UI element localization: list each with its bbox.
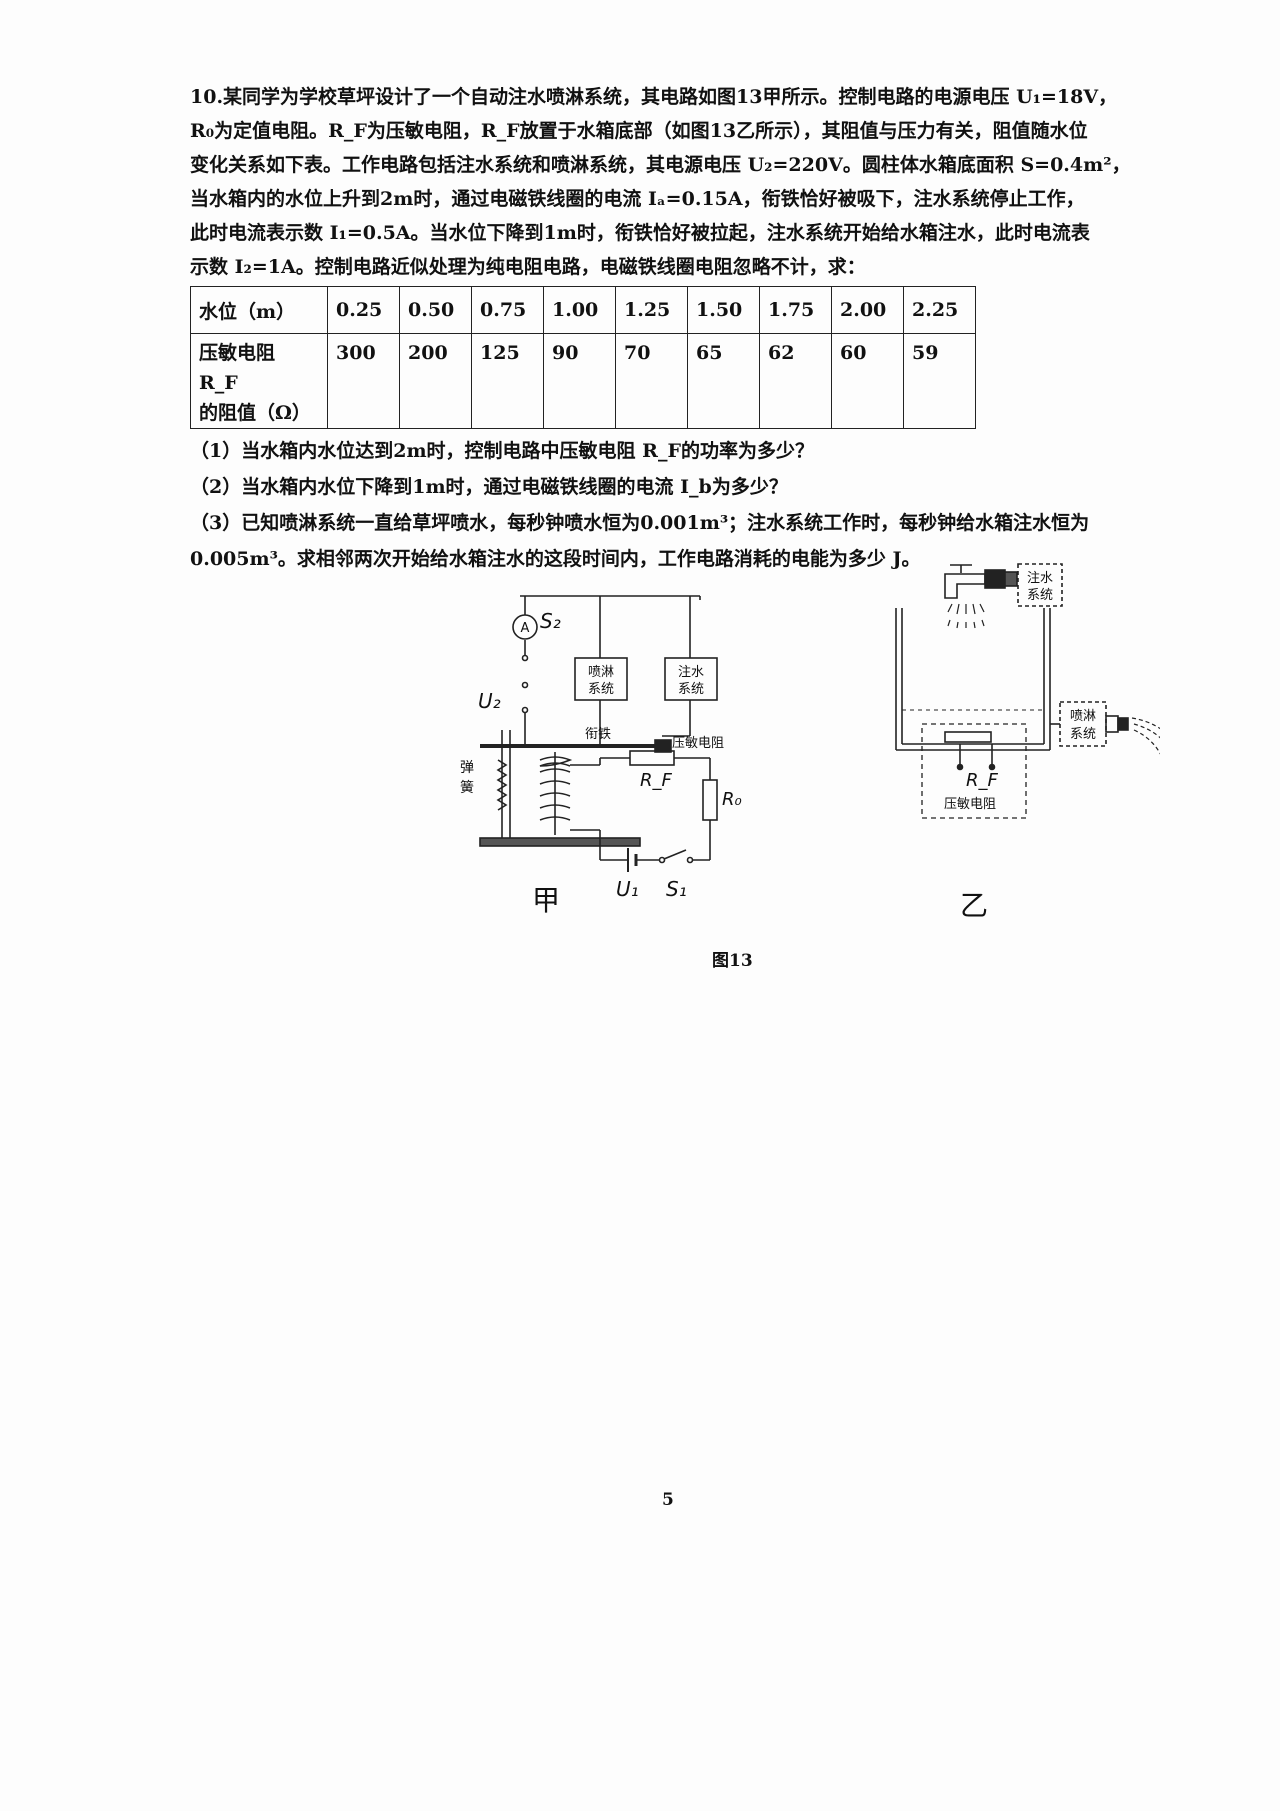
question-1: （1）当水箱内水位达到2m时，控制电路中压敏电阻 R_F的功率为多少？ [190,440,814,462]
rf-resistor-jia [629,750,675,766]
rf-resistor-yi [944,731,992,743]
spring-label-line2: 簧 [460,780,474,796]
rf-label-jia: R_F [640,770,673,791]
figure-13: A S₂ U₂ 喷淋 系统 注水 系统 衔铁 压敏电阻 弹 簧 R_F R₀ U… [460,563,1160,922]
armature-label: 衔铁 [585,727,611,742]
problem-10: 10.某同学为学校草坪设计了一个自动注水喷淋系统，其电路如图13甲所示。控制电路… [190,80,1150,577]
inject-system-line1: 注水 [678,665,704,680]
table-header-line: 压敏电阻 R_F [199,342,276,394]
inject-system-yi-line2: 系统 [1027,588,1053,603]
question-3-continued: 0.005m³。求相邻两次开始给水箱注水的这段时间内，工作电路消耗的电能为多少 … [190,548,921,570]
spring-label-line1: 弹 [460,760,474,776]
table-row-resistance: 压敏电阻 R_F 的阻值（Ω） 300 200 125 90 70 65 62 … [190,333,976,429]
spray-system-line1: 喷淋 [588,665,614,680]
table-cell: 70 [615,333,688,429]
u1-label: U₁ [616,877,639,901]
table-cell: 65 [687,333,760,429]
inject-system-line2: 系统 [678,682,704,697]
figure-jia-label: 甲 [532,884,560,917]
problem-intro-line: 10.某同学为学校草坪设计了一个自动注水喷淋系统，其电路如图13甲所示。控制电路… [190,86,1118,108]
u2-label: U₂ [478,689,501,713]
table-header-line: 的阻值（Ω） [199,402,311,424]
table-cell: 1.25 [615,286,688,334]
problem-intro-line: 变化关系如下表。工作电路包括注水系统和喷淋系统，其电源电压 U₂=220V。圆柱… [190,154,1131,176]
table-cell: 200 [399,333,472,429]
pressure-resistor-label-jia: 压敏电阻 [672,736,724,751]
table-cell: 1.00 [543,286,616,334]
table-cell: 1.75 [759,286,832,334]
table-cell: 300 [327,333,400,429]
table-cell: 125 [471,333,544,429]
spray-system-yi-line2: 系统 [1070,727,1096,742]
table-cell: 0.25 [327,286,400,334]
table-cell: 0.75 [471,286,544,334]
inject-system-box [664,657,718,701]
s2-label: S₂ [540,609,561,633]
table-header-water-level: 水位（m） [190,286,328,334]
table-row-water-level: 水位（m） 0.25 0.50 0.75 1.00 1.25 1.50 1.75… [190,286,976,334]
question-2: （2）当水箱内水位下降到1m时，通过电磁铁线圈的电流 I_b为多少？ [190,476,788,498]
figure-caption: 图13 [712,951,753,971]
r0-resistor [702,779,718,821]
table-header-resistance: 压敏电阻 R_F 的阻值（Ω） [190,333,328,429]
figure-yi-label: 乙 [960,889,988,922]
problem-intro-line: 示数 I₂=1A。控制电路近似处理为纯电阻电路，电磁铁线圈电阻忽略不计，求： [190,256,866,278]
table-cell: 90 [543,333,616,429]
r0-label: R₀ [722,789,742,810]
spray-system-line2: 系统 [588,682,614,697]
ammeter-label: A [521,621,530,636]
table-cell: 60 [831,333,904,429]
problem-intro-line: 当水箱内的水位上升到2m时，通过电磁铁线圈的电流 Iₐ=0.15A，衔铁恰好被吸… [190,188,1085,210]
ammeter-icon [512,614,538,640]
problem-intro-line: 此时电流表示数 I₁=0.5A。当水位下降到1m时，衔铁恰好被拉起，注水系统开始… [190,222,1090,244]
table-cell: 0.50 [399,286,472,334]
table-cell: 59 [903,333,976,429]
table-cell: 2.25 [903,286,976,334]
s1-label: S₁ [666,877,687,901]
table-cell: 2.00 [831,286,904,334]
spray-system-yi-line1: 喷淋 [1070,709,1096,724]
spray-system-box [574,657,628,701]
inject-system-box-yi [1017,563,1063,607]
rf-label-yi: R_F [966,770,999,791]
question-3: （3）已知喷淋系统一直给草坪喷水，每秒钟喷水恒为0.001m³；注水系统工作时，… [190,512,1090,534]
table-cell: 1.50 [687,286,760,334]
pressure-resistor-label-yi: 压敏电阻 [944,797,996,812]
resistance-table: 水位（m） 0.25 0.50 0.75 1.00 1.25 1.50 1.75… [190,286,976,429]
table-cell: 62 [759,333,832,429]
page-number: 5 [662,1490,674,1510]
problem-intro-line: R₀为定值电阻。R_F为压敏电阻，R_F放置于水箱底部（如图13乙所示），其阻值… [190,120,1088,142]
inject-system-yi-line1: 注水 [1027,571,1053,586]
